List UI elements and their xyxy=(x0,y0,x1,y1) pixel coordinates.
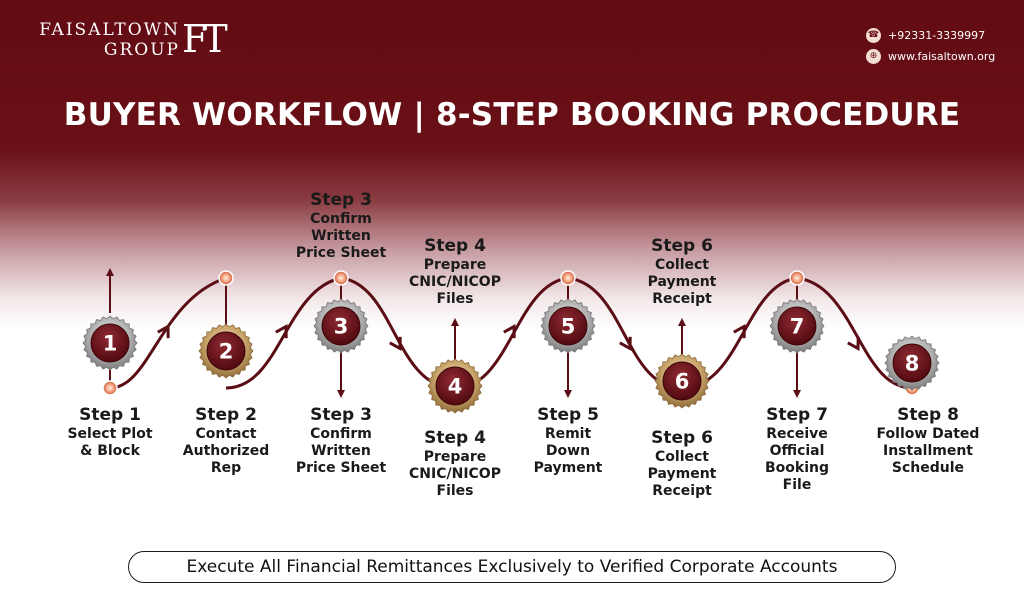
contact-phone: +92331-3339997 xyxy=(888,28,986,42)
node-dot-5 xyxy=(560,270,576,286)
contact-phone-row[interactable]: ☎ +92331-3339997 xyxy=(866,25,995,45)
step-title: Step 3 xyxy=(310,190,372,210)
step-description: Collect Payment Receipt xyxy=(647,257,717,307)
step-title: Step 3 xyxy=(310,405,372,425)
step-number-6: 6 xyxy=(675,370,690,394)
step-description: Confirm Written Price Sheet xyxy=(295,211,387,261)
phone-icon: ☎ xyxy=(866,27,881,43)
step-title: Step 7 xyxy=(766,405,828,425)
wave-arrow-7 xyxy=(847,336,860,351)
footer-notice: Execute All Financial Remittances Exclus… xyxy=(128,551,896,583)
wave-arrow-4 xyxy=(503,324,516,339)
brand-name: FAISALTOWN GROUP xyxy=(39,20,180,60)
step-description: Contact Authorized Rep xyxy=(182,426,270,476)
step-badge-7: 7 xyxy=(769,298,825,354)
wave-segment-1 xyxy=(109,276,227,390)
step-badge-8: 8 xyxy=(884,335,940,391)
wave-arrow-5 xyxy=(619,336,632,351)
node-dot-3 xyxy=(333,270,349,286)
node-dot-2 xyxy=(218,270,234,286)
contact-website: www.faisaltown.org xyxy=(888,49,996,63)
step-badge-3: 3 xyxy=(313,298,369,354)
contact-block: ☎ +92331-3339997 ⊕ www.faisaltown.org xyxy=(866,25,995,67)
globe-icon: ⊕ xyxy=(866,48,881,64)
step-number-1: 1 xyxy=(103,332,118,356)
step-title: Step 5 xyxy=(537,405,599,425)
step-number-4: 4 xyxy=(448,375,463,399)
step-number-5: 5 xyxy=(561,315,576,339)
step-badge-4: 4 xyxy=(427,358,483,414)
step-title: Step 6 xyxy=(651,428,713,448)
step-title: Step 4 xyxy=(424,428,486,448)
wave-segment-2 xyxy=(225,276,342,390)
contact-website-row[interactable]: ⊕ www.faisaltown.org xyxy=(866,46,995,66)
node-dot-1 xyxy=(102,380,118,396)
step-description: Prepare CNIC/NICOP Files xyxy=(409,449,501,499)
step-description: Select Plot & Block xyxy=(67,426,153,459)
wave-arrow-6 xyxy=(733,324,746,339)
page-title: BUYER WORKFLOW | 8-STEP BOOKING PROCEDUR… xyxy=(63,97,961,133)
step-description: Receive Official Booking File xyxy=(764,426,829,493)
step-badges: 1 2 3 4 5 6 7 8 xyxy=(82,298,940,414)
node-dot-7 xyxy=(789,270,805,286)
wave-arrow-3 xyxy=(389,336,402,351)
step-number-7: 7 xyxy=(790,315,805,339)
step-description: Remit Down Payment xyxy=(533,426,603,476)
step-badge-6: 6 xyxy=(654,353,710,409)
step-description: Prepare CNIC/NICOP Files xyxy=(409,257,501,307)
step-description: Follow Dated Installment Schedule xyxy=(876,426,980,476)
step-number-2: 2 xyxy=(219,340,234,364)
step-title: Step 4 xyxy=(424,236,486,256)
wave-arrow-2 xyxy=(275,324,288,339)
step-title: Step 2 xyxy=(195,405,257,425)
step-badge-2: 2 xyxy=(198,323,254,379)
step-title: Step 1 xyxy=(79,405,141,425)
step-badge-5: 5 xyxy=(540,298,596,354)
step-description: Confirm Written Price Sheet xyxy=(295,426,387,476)
step-title: Step 8 xyxy=(897,405,959,425)
step-badge-1: 1 xyxy=(82,315,138,371)
step-description: Collect Payment Receipt xyxy=(647,449,717,499)
step-number-8: 8 xyxy=(905,352,920,376)
wave-arrow-1 xyxy=(157,324,170,339)
brand-logo: FT xyxy=(182,17,228,61)
step-title: Step 6 xyxy=(651,236,713,256)
step-number-3: 3 xyxy=(334,315,349,339)
wave-segment-7 xyxy=(796,276,913,390)
